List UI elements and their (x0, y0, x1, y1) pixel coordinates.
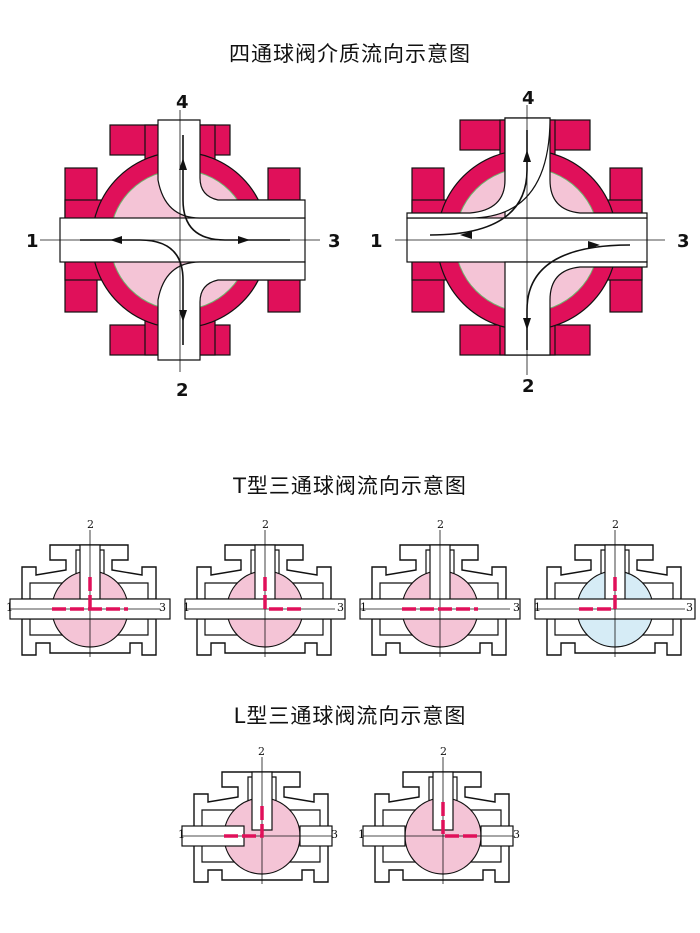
centre-lines (395, 105, 665, 375)
t1-port-1-label: 1 (6, 601, 13, 614)
port-1-label: 1 (370, 231, 383, 252)
t3-port-1-label: 1 (360, 601, 367, 614)
l2-port-1-label: 1 (358, 828, 365, 841)
port-2-label: 2 (522, 376, 535, 397)
t4-port-1-label: 1 (534, 601, 541, 614)
port-4-label: 4 (176, 92, 189, 113)
title-four-way: 四通球阀介质流向示意图 (229, 42, 471, 66)
port-3-label: 3 (328, 231, 341, 252)
t4-port-2-label: 2 (612, 518, 619, 531)
t1-port-2-label: 2 (87, 518, 94, 531)
t2-port-1-label: 1 (183, 601, 190, 614)
port-3-label: 3 (677, 231, 690, 252)
t-port-valve-3 (359, 530, 521, 657)
t-port-valve-1 (9, 530, 171, 657)
t3-port-3-label: 3 (513, 601, 520, 614)
t3-port-2-label: 2 (437, 518, 444, 531)
four-way-valve-diagram-1: 4 2 1 3 (26, 92, 341, 401)
l-port-valve-1 (181, 757, 333, 884)
t-port-valve-4 (534, 530, 696, 657)
l1-port-3-label: 3 (331, 828, 338, 841)
t-port-valve-2 (184, 530, 346, 657)
centre-lines (40, 110, 320, 372)
t2-port-2-label: 2 (262, 518, 269, 531)
port-4-label: 4 (522, 88, 535, 109)
t2-port-3-label: 3 (337, 601, 344, 614)
port-2-label: 2 (176, 380, 189, 401)
four-way-valve-diagram-2: 4 2 1 3 (370, 88, 690, 397)
l1-port-1-label: 1 (178, 828, 185, 841)
title-l-port: L型三通球阀流向示意图 (233, 704, 467, 728)
l2-port-2-label: 2 (440, 745, 447, 758)
port-1-label: 1 (26, 231, 39, 252)
l-port-valve-2 (362, 757, 514, 884)
title-t-port: T型三通球阀流向示意图 (233, 474, 467, 498)
l2-port-3-label: 3 (513, 828, 520, 841)
t4-port-3-label: 3 (686, 601, 693, 614)
t1-port-3-label: 3 (159, 601, 166, 614)
t-port-diagrams: 2 1 3 2 1 3 2 1 3 2 1 3 (6, 518, 696, 657)
l1-port-2-label: 2 (258, 745, 265, 758)
